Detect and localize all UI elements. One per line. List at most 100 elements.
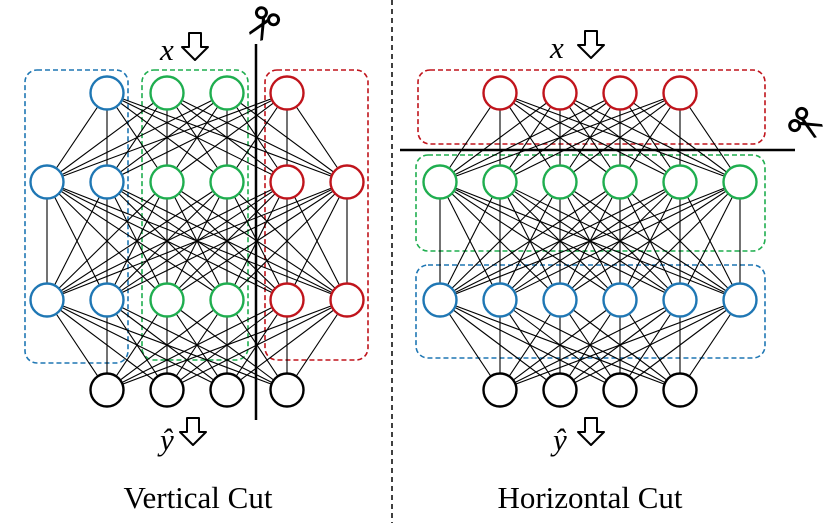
- vertical-edge: [286, 299, 348, 391]
- horizontal-neuron-green: [542, 164, 578, 200]
- arrow-down-icon: [577, 417, 605, 446]
- horizontal-edge: [439, 181, 501, 301]
- vertical-edge: [46, 92, 168, 183]
- horizontal-neuron-black: [542, 372, 578, 408]
- horizontal-neuron-blue: [422, 282, 458, 318]
- vertical-neuron-green: [149, 75, 185, 111]
- scissors-icon: [243, 4, 282, 46]
- vertical-green-group: [141, 69, 249, 361]
- horizontal-edge: [619, 92, 681, 183]
- vertical-edge: [106, 299, 228, 391]
- horizontal-edge: [439, 181, 621, 301]
- vertical-edge: [106, 299, 168, 391]
- horizontal-edge: [439, 181, 561, 301]
- vertical-neuron-blue: [89, 164, 125, 200]
- vertical-edge: [286, 92, 348, 183]
- horizontal-edge: [439, 92, 561, 183]
- horizontal-green-group: [415, 154, 766, 252]
- vertical-edge: [106, 299, 348, 391]
- horizontal-edge: [679, 299, 741, 391]
- horizontal-red-group: [417, 69, 766, 145]
- vertical-caption: Vertical Cut: [124, 480, 273, 515]
- vertical-neuron-red: [269, 75, 305, 111]
- horizontal-blue-group: [415, 264, 766, 359]
- vertical-edge: [46, 92, 108, 183]
- horizontal-neuron-red: [482, 75, 518, 111]
- horizontal-input-label: x: [549, 30, 564, 65]
- vertical-edge: [46, 299, 108, 391]
- vertical-neuron-green: [209, 164, 245, 200]
- horizontal-edge: [439, 92, 501, 183]
- scissors-icon: [786, 105, 828, 144]
- horizontal-edge: [499, 299, 741, 391]
- vertical-neuron-black: [209, 372, 245, 408]
- horizontal-edge: [499, 181, 741, 301]
- horizontal-neuron-blue: [662, 282, 698, 318]
- arrow-down-icon: [179, 417, 207, 446]
- horizontal-neuron-blue: [482, 282, 518, 318]
- vertical-neuron-green: [209, 282, 245, 318]
- vertical-neuron-red: [269, 282, 305, 318]
- vertical-neuron-black: [269, 372, 305, 408]
- horizontal-edge: [499, 299, 621, 391]
- vertical-edge: [106, 181, 348, 301]
- vertical-neuron-blue: [89, 75, 125, 111]
- horizontal-neuron-blue: [602, 282, 638, 318]
- vertical-edge: [46, 181, 288, 301]
- horizontal-neuron-black: [662, 372, 698, 408]
- horizontal-edge: [439, 181, 681, 301]
- vertical-neuron-black: [149, 372, 185, 408]
- vertical-neuron-blue: [89, 282, 125, 318]
- horizontal-neuron-red: [542, 75, 578, 111]
- horizontal-edges: [439, 92, 741, 391]
- vertical-edges: [46, 92, 348, 391]
- vertical-edge: [46, 181, 348, 301]
- horizontal-edge: [499, 299, 681, 391]
- vertical-neuron-blue: [29, 164, 65, 200]
- vertical-edge: [46, 92, 288, 183]
- vertical-neuron-blue: [29, 282, 65, 318]
- vertical-edge: [46, 181, 168, 301]
- horizontal-neuron-red: [602, 75, 638, 111]
- vertical-edge: [166, 92, 288, 183]
- vertical-edge: [226, 181, 348, 301]
- horizontal-edge: [679, 92, 741, 183]
- horizontal-edge: [499, 299, 561, 391]
- horizontal-edge: [439, 92, 681, 183]
- vertical-neuron-red: [269, 164, 305, 200]
- vertical-output-label: ŷ: [157, 422, 174, 457]
- vertical-edge: [286, 181, 348, 301]
- vertical-nodes: [29, 75, 365, 408]
- horizontal-neuron-green: [602, 164, 638, 200]
- vertical-neuron-green: [149, 164, 185, 200]
- horizontal-edge: [499, 92, 681, 183]
- horizontal-neuron-blue: [722, 282, 758, 318]
- arrow-down-icon: [577, 30, 605, 59]
- horizontal-edge: [619, 299, 741, 391]
- horizontal-neuron-red: [662, 75, 698, 111]
- horizontal-neuron-green: [422, 164, 458, 200]
- vertical-neuron-green: [149, 282, 185, 318]
- horizontal-edge: [559, 299, 741, 391]
- vertical-neuron-red: [329, 282, 365, 318]
- vertical-blue-group: [24, 69, 129, 364]
- vertical-cut-panel: x ŷ Vertical Cut: [24, 4, 369, 515]
- vertical-edge: [46, 92, 228, 183]
- vertical-edge: [46, 181, 108, 301]
- horizontal-neuron-green: [722, 164, 758, 200]
- vertical-edge: [226, 299, 348, 391]
- horizontal-edge: [439, 299, 501, 391]
- horizontal-output-label: ŷ: [550, 422, 567, 457]
- vertical-neuron-red: [329, 164, 365, 200]
- vertical-neuron-green: [209, 75, 245, 111]
- horizontal-edge: [439, 92, 621, 183]
- horizontal-nodes: [422, 75, 758, 408]
- horizontal-edge: [559, 92, 681, 183]
- horizontal-edge: [439, 181, 741, 301]
- horizontal-neuron-green: [662, 164, 698, 200]
- horizontal-edge: [619, 181, 741, 301]
- horizontal-neuron-black: [602, 372, 638, 408]
- horizontal-edge: [559, 181, 741, 301]
- vertical-neuron-black: [89, 372, 125, 408]
